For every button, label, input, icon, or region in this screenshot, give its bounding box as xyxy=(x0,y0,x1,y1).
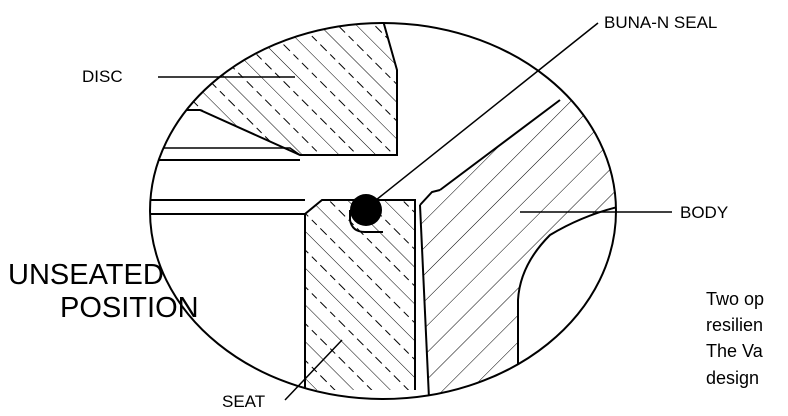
unseated-label-line2: POSITION xyxy=(60,292,199,324)
disc-section xyxy=(150,23,398,161)
seat-label: SEAT xyxy=(222,392,266,411)
body-label: BODY xyxy=(680,203,729,222)
seat-section xyxy=(304,199,416,390)
description-line-3: The Va xyxy=(706,341,763,361)
description-line-4: design xyxy=(706,368,760,388)
buna-n-seal-leader-line xyxy=(365,22,599,209)
description-line-1: Two op xyxy=(706,289,765,309)
disc-label: DISC xyxy=(82,67,123,86)
unseated-label-line1: UNSEATED xyxy=(8,259,164,291)
description-line-2: resilien xyxy=(706,315,764,335)
seat-leader-line xyxy=(284,339,343,401)
body-section xyxy=(419,99,616,399)
buna-n-seal-label: BUNA-N SEAL xyxy=(604,13,718,32)
